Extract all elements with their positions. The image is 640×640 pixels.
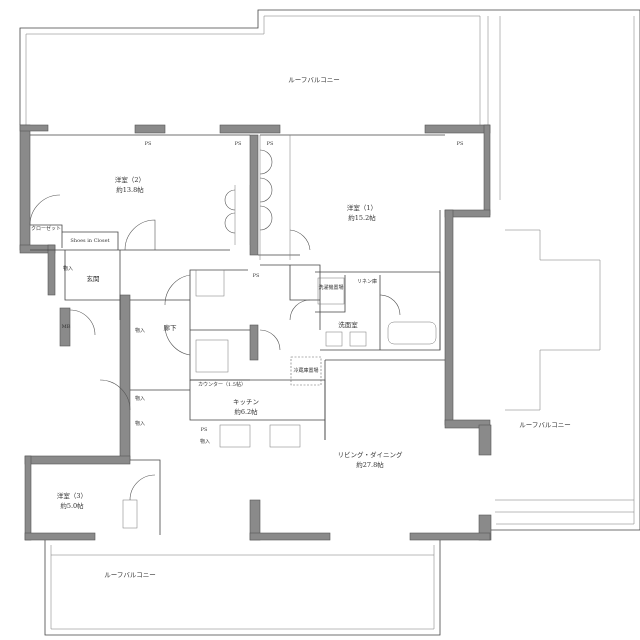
ps-label: PS (235, 141, 242, 147)
western-room-2-name: 洋室（2） (115, 175, 145, 184)
linen-label: リネン庫 (357, 278, 377, 285)
roof-balcony-right (490, 10, 640, 531)
fridge-space-label: 冷蔵庫置場 (293, 367, 318, 374)
shoes-in-closet-label: Shoes in Closet (70, 238, 109, 244)
ps-label: PS (457, 141, 464, 147)
western-room-1-name: 洋室（1） (347, 203, 377, 212)
interior-walls (30, 134, 445, 535)
living-dining-name: リビング・ダイニング (338, 450, 404, 459)
western-room-3-area: 約5.0帖 (60, 501, 84, 510)
roof-balcony-bottom (44, 540, 441, 636)
hallway-label: 廊下 (164, 323, 178, 332)
ps-label: PS (201, 427, 208, 433)
kitchen-name: キッチン (233, 398, 259, 406)
doors (29, 149, 401, 501)
counter-label: カウンター（1.5帖） (198, 381, 246, 388)
mb-label: MB (62, 324, 71, 330)
washroom-label: 洗面室 (338, 320, 358, 329)
kitchen-area: 約6.2帖 (234, 407, 258, 416)
bottom-balcony-label: ルーフバルコニー (104, 571, 155, 579)
closet-label: クローゼット (31, 225, 61, 232)
storage-label: 物入 (200, 438, 210, 445)
living-dining-area: 約27.8帖 (356, 460, 384, 469)
ps-label: PS (267, 141, 274, 147)
western-room-2-area: 約13.8帖 (116, 185, 144, 194)
western-room-1-area: 約15.2帖 (348, 213, 376, 222)
room-labels: 洋室（2） 約13.8帖 洋室（1） 約15.2帖 洋室（3） 約5.0帖 キッ… (31, 76, 571, 579)
exterior-walls (19, 124, 492, 541)
right-balcony-label: ルーフバルコニー (519, 421, 570, 429)
entrance-label: 玄関 (87, 274, 100, 283)
ps-label: PS (253, 273, 260, 279)
storage-label: 物入 (135, 327, 145, 334)
western-room-3-name: 洋室（3） (57, 491, 87, 500)
top-balcony-label: ルーフバルコニー (288, 76, 339, 84)
storage-label: 物入 (135, 420, 145, 427)
roof-balcony-top (19, 9, 640, 200)
storage-label: 物入 (135, 395, 145, 402)
ps-label: PS (145, 141, 152, 147)
storage-label: 物入 (63, 265, 73, 272)
washer-space-label: 洗濯機置場 (318, 284, 343, 291)
